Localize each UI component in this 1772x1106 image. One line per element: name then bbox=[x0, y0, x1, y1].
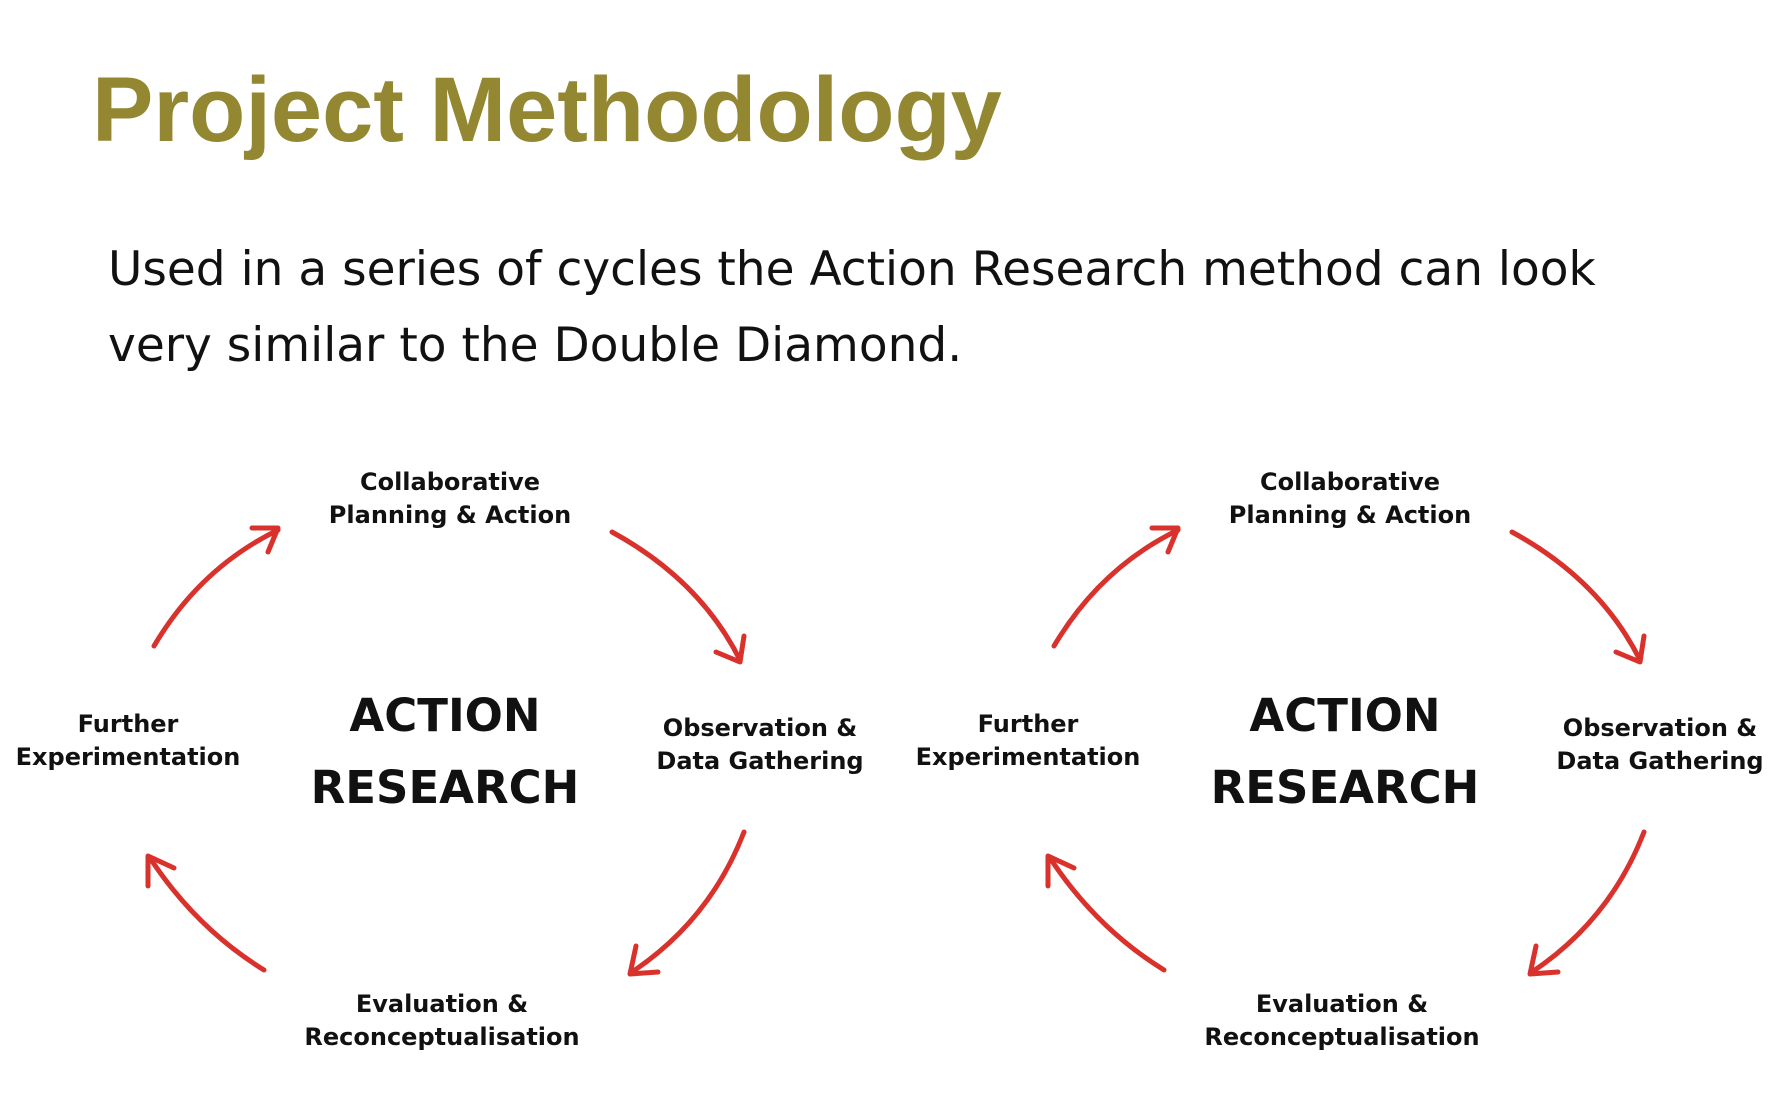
arrow-top-right bbox=[1509, 529, 1643, 663]
arrow-bottom-left bbox=[1047, 855, 1167, 973]
arrow-bottom-right bbox=[629, 829, 747, 975]
node-observation: Observation &Data Gathering bbox=[656, 714, 864, 775]
body-text: Used in a series of cycles the Action Re… bbox=[108, 242, 1596, 373]
arrow-bottom-right-head bbox=[627, 943, 661, 977]
cycle-arrows bbox=[145, 525, 747, 977]
arrow-top-right bbox=[609, 529, 743, 663]
arrow-bottom-right-head bbox=[1527, 943, 1561, 977]
arrow-top-left bbox=[151, 527, 281, 649]
arrow-top-left bbox=[1051, 527, 1181, 649]
cycle-arrows bbox=[1045, 525, 1647, 977]
arrow-bottom-right bbox=[1529, 829, 1647, 975]
arrow-top-left-head bbox=[249, 525, 281, 555]
arrow-top-right-head bbox=[1613, 633, 1647, 665]
node-evaluation: Evaluation &Reconceptualisation bbox=[304, 990, 580, 1051]
arrow-top-left-head bbox=[1149, 525, 1181, 555]
page-title: Project Methodology bbox=[92, 59, 1002, 161]
arrow-bottom-left bbox=[147, 855, 267, 973]
arrow-bottom-left-head bbox=[145, 853, 177, 889]
arrow-top-right-head bbox=[713, 633, 747, 665]
node-evaluation: Evaluation &Reconceptualisation bbox=[1204, 990, 1480, 1051]
node-observation: Observation &Data Gathering bbox=[1556, 714, 1764, 775]
arrow-bottom-left-head bbox=[1045, 853, 1077, 889]
